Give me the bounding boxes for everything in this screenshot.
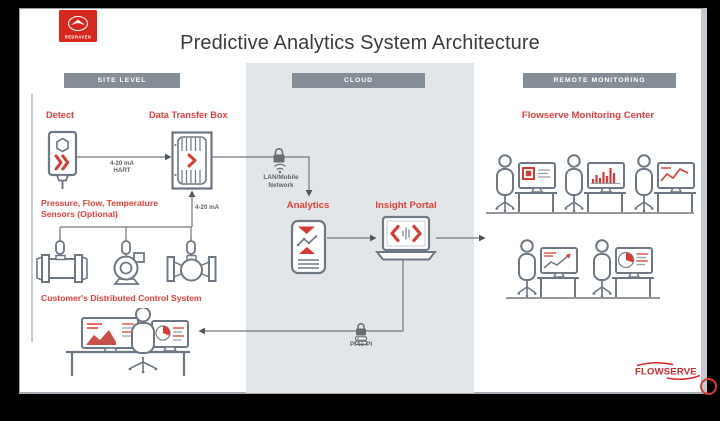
hart-link-label: 4-20 mA HART (96, 160, 148, 174)
annotation-circle (700, 378, 717, 395)
arrowhead-into-box (188, 190, 196, 197)
flowserve-logo-text: FLOWSERVE (635, 367, 697, 378)
lan-network-label: LAN/Mobile Network (254, 174, 308, 189)
section-header-site-level: SITE LEVEL (64, 73, 180, 88)
detect-label: Detect (46, 110, 75, 120)
dcs-label: Customer's Distributed Control System (41, 293, 202, 303)
analytics-report-icon (290, 219, 327, 275)
arrowhead-detect-to-box (165, 153, 172, 161)
workstation-pie-chart-screen (591, 238, 655, 298)
left-guide-line (31, 94, 33, 342)
lock-icon (273, 148, 285, 163)
lan-network-line1: LAN/Mobile (263, 174, 299, 181)
lan-network-line2: Network (268, 181, 294, 189)
sensors-label: Pressure, Flow, Temperature Sensors (Opt… (41, 198, 158, 220)
pi-to-pi-label: PI-to-PI (349, 341, 373, 348)
server-stack-icon (354, 336, 368, 346)
inline-pump-icon (36, 254, 88, 283)
section-header-cloud: CLOUD (292, 73, 425, 88)
data-transfer-box-icon (171, 131, 213, 190)
wifi-icon (274, 163, 286, 174)
section-header-remote-monitoring: REMOTE MONITORING (523, 73, 676, 88)
hart-link-line2: HART (113, 167, 131, 174)
arrowhead-into-monitoring (479, 234, 486, 242)
redraven-logo: REDRAVEN (59, 10, 97, 42)
workstation-trend-screen (516, 238, 580, 298)
ma-link-label: 4-20 mA (195, 204, 220, 211)
arrowhead-into-analytics (305, 190, 313, 197)
centrifugal-pump-icon (113, 252, 145, 285)
insight-portal-laptop-icon (374, 215, 438, 261)
insight-portal-label: Insight Portal (375, 200, 437, 211)
redraven-logo-text: REDRAVEN (65, 35, 91, 40)
workstation-status-screen (494, 153, 558, 213)
sensors-label-line2: Sensors (Optional) (41, 209, 118, 219)
analytics-label: Analytics (286, 200, 330, 211)
slide-title: Predictive Analytics System Architecture (180, 32, 540, 54)
arrowhead-into-portal (370, 234, 377, 242)
arrowhead-into-dcs (198, 327, 205, 335)
control-valve-icon (166, 254, 217, 282)
monitoring-center-label: Flowserve Monitoring Center (521, 110, 655, 121)
dcs-screen-content (86, 323, 184, 345)
dcs-workstation-graphic (66, 308, 190, 376)
flowserve-logo: FLOWSERVE (635, 362, 701, 381)
workstation-line-chart-screen (633, 153, 697, 213)
detect-sensor-icon (47, 130, 78, 189)
lock-icon (356, 323, 366, 336)
sensors-label-line1: Pressure, Flow, Temperature (41, 198, 159, 208)
workstation-bar-chart-screen (563, 153, 627, 213)
hart-link-line1: 4-20 mA (109, 160, 135, 167)
data-transfer-box-label: Data Transfer Box (149, 110, 228, 120)
